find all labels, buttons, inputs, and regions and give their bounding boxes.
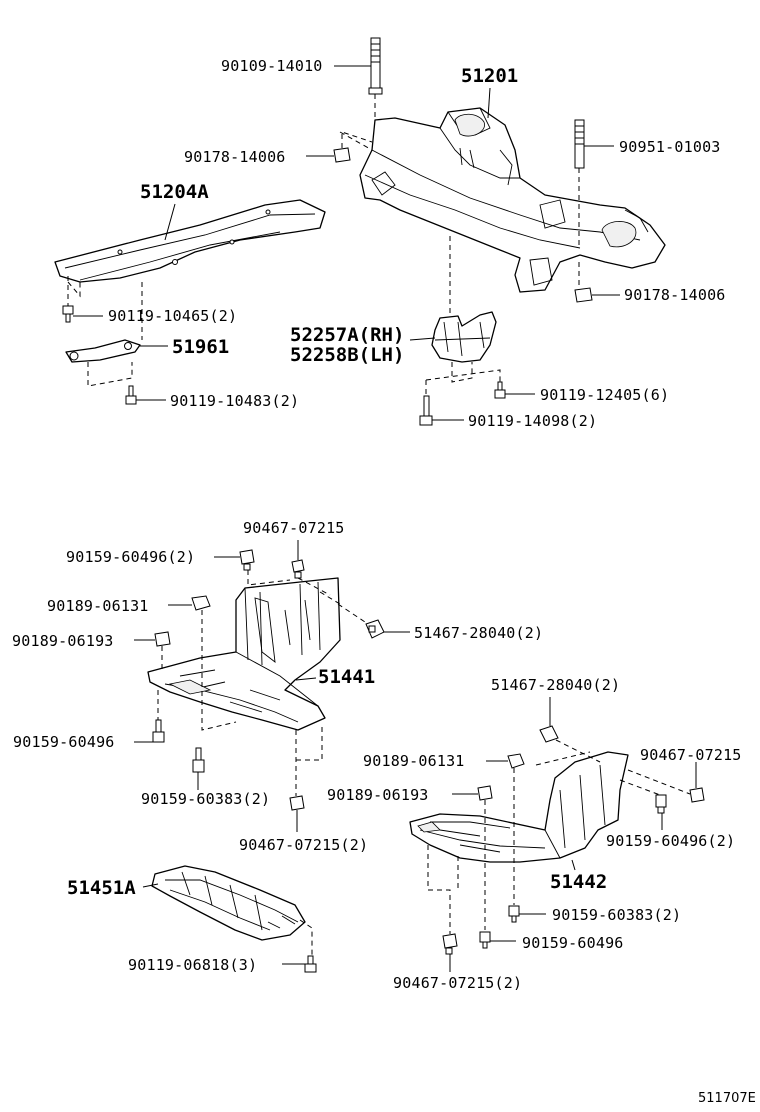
engine-under-cover-51451A [151, 865, 306, 941]
label-51467-28040-b: 51467-28040(2) [491, 676, 620, 694]
label-90159-60496-b: 90159-60496 [13, 733, 115, 751]
clip-90159-60496-d-icon [479, 931, 491, 949]
label-90189-06193-b: 90189-06193 [327, 786, 429, 804]
label-90467-07215-d: 90467-07215(2) [393, 974, 522, 992]
clip-90189-06193-b-icon [477, 785, 493, 801]
label-90189-06131-a: 90189-06131 [47, 597, 149, 615]
front-suspension-crossmember [359, 107, 666, 293]
label-51204A: 51204A [140, 181, 209, 203]
bolt-90119-10483-icon [125, 385, 137, 405]
clip-90467-07215-d-icon [442, 933, 458, 955]
clip-90189-06193-icon [154, 631, 171, 647]
bolt-90119-10465-icon [62, 305, 74, 323]
clip-90189-06131-icon [191, 595, 211, 611]
label-90119-14098: 90119-14098(2) [468, 412, 597, 430]
stud-90951-01003-icon [574, 119, 585, 169]
label-52258B: 52258B(LH) [290, 344, 404, 366]
clip-90189-06131-b-icon [507, 753, 525, 769]
clip-51467-28040-icon [365, 619, 385, 639]
engine-under-cover-51442 [409, 751, 629, 863]
diagram-code: 511707E [698, 1091, 756, 1106]
label-51467-28040-a: 51467-28040(2) [414, 624, 543, 642]
label-51451A: 51451A [67, 877, 136, 899]
clip-90159-60383-b-icon [508, 905, 520, 923]
label-52257A: 52257A(RH) [290, 324, 404, 346]
label-90467-07215-b: 90467-07215(2) [239, 836, 368, 854]
bolt-90119-06818-icon [304, 955, 317, 973]
label-90119-10465: 90119-10465(2) [108, 307, 237, 325]
label-90159-60383-b: 90159-60383(2) [552, 906, 681, 924]
bolt-90119-12405-icon [494, 381, 506, 399]
label-90951-01003: 90951-01003 [619, 138, 721, 156]
clip-90467-07215-c-icon [689, 787, 705, 803]
clip-90467-07215-icon [291, 559, 305, 579]
clip-90159-60496-b-icon [152, 719, 165, 743]
label-90159-60496-d: 90159-60496 [522, 934, 624, 952]
nut-90178-14006-b-icon [574, 287, 593, 303]
label-51961: 51961 [172, 336, 229, 358]
engine-under-cover-51441 [147, 577, 341, 731]
nut-90178-14006-icon [333, 147, 351, 163]
clip-90467-07215-b-icon [289, 795, 305, 811]
label-51442: 51442 [550, 871, 607, 893]
label-90178-14006-a: 90178-14006 [184, 148, 286, 166]
label-90159-60496-c: 90159-60496(2) [606, 832, 735, 850]
label-90119-06818: 90119-06818(3) [128, 956, 257, 974]
label-90467-07215-a: 90467-07215 [243, 519, 345, 537]
bracket-51961 [65, 339, 141, 363]
label-90467-07215-c: 90467-07215 [640, 746, 742, 764]
label-90119-12405: 90119-12405(6) [540, 386, 669, 404]
label-90109-14010: 90109-14010 [221, 57, 323, 75]
label-90189-06193-a: 90189-06193 [12, 632, 114, 650]
label-90189-06131-b: 90189-06131 [363, 752, 465, 770]
bolt-90119-14098-icon [419, 395, 433, 426]
crossmember-brace-51204A [54, 199, 326, 283]
label-90119-10483: 90119-10483(2) [170, 392, 299, 410]
crossmember-bracket-52257A-52258B [431, 311, 497, 363]
clip-90159-60496-icon [239, 549, 255, 571]
label-90159-60496-a: 90159-60496(2) [66, 548, 195, 566]
label-90159-60383-a: 90159-60383(2) [141, 790, 270, 808]
clip-51467-28040-b-icon [539, 725, 559, 743]
label-51441: 51441 [318, 666, 375, 688]
label-51201: 51201 [461, 65, 518, 87]
clip-90159-60383-icon [192, 747, 205, 773]
label-90178-14006-b: 90178-14006 [624, 286, 726, 304]
clip-90159-60496-c-icon [655, 794, 667, 814]
